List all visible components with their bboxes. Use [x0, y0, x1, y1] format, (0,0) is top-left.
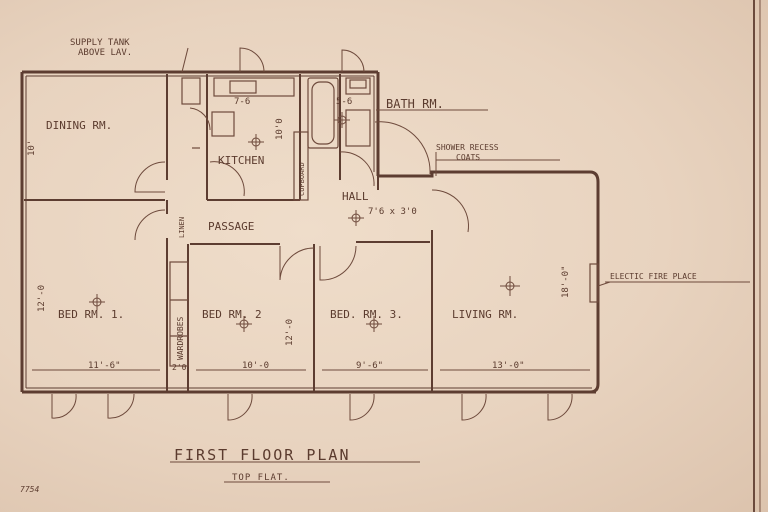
bedroom-2-height: 12'-0: [285, 319, 295, 346]
passage-label: PASSAGE: [208, 220, 254, 233]
bedroom-3-label: BED. RM. 3.: [330, 308, 403, 321]
coats-label: COATS: [456, 153, 480, 162]
bedroom-1-label: BED RM. 1.: [58, 308, 124, 321]
kitchen-width: 7-6: [234, 97, 250, 107]
supply-tank-label: SUPPLY TANK: [70, 38, 130, 48]
hall-dimension: 7'6 x 3'0: [368, 207, 417, 217]
bedroom-1-height: 12'-0: [37, 285, 47, 312]
bedroom-3-width: 9'-6": [356, 361, 383, 371]
bath-room-label: BATH RM.: [386, 97, 444, 111]
wardrobes-label: WARDROBES: [176, 316, 185, 360]
kitchen-label: KITCHEN: [218, 154, 264, 167]
bedroom-1-width: 11'-6": [88, 361, 121, 371]
fire-place: [589, 263, 599, 303]
light-fittings: [89, 112, 520, 332]
outer-walls: [20, 70, 600, 394]
hall-label: HALL: [342, 190, 369, 203]
plan-title: FIRST FLOOR PLAN: [174, 446, 351, 464]
supply-tank-label-2: ABOVE LAV.: [78, 48, 132, 58]
plan-subtitle: TOP FLAT.: [232, 473, 290, 483]
electric-fire-place-label: ELECTIC FIRE PLACE: [610, 272, 697, 281]
internal-walls: [24, 74, 433, 392]
shower-recess-label: SHOWER RECESS: [436, 143, 499, 152]
living-room-width: 13'-0": [492, 361, 525, 371]
fixtures: [169, 77, 371, 367]
kitchen-height: 10'0: [275, 118, 285, 140]
living-room-label: LIVING RM.: [452, 308, 518, 321]
leader-lines: [32, 47, 750, 483]
linen-label: LINEN: [178, 217, 186, 238]
bedroom-2-label: BED RM. 2: [202, 308, 262, 321]
wardrobe-dimension: 2'0: [172, 363, 187, 372]
door-swings: [51, 47, 573, 421]
bath-room-dimension: 5-6: [336, 97, 352, 107]
bedroom-2-width: 10'-0: [242, 361, 269, 371]
living-room-height: 18'-0": [561, 265, 571, 298]
reference-number: 7754: [20, 485, 39, 494]
dining-room-label: DINING RM.: [46, 119, 112, 132]
cupboard-label: CUPBOARD: [298, 162, 306, 196]
dining-room-dimension: 10': [27, 140, 37, 156]
